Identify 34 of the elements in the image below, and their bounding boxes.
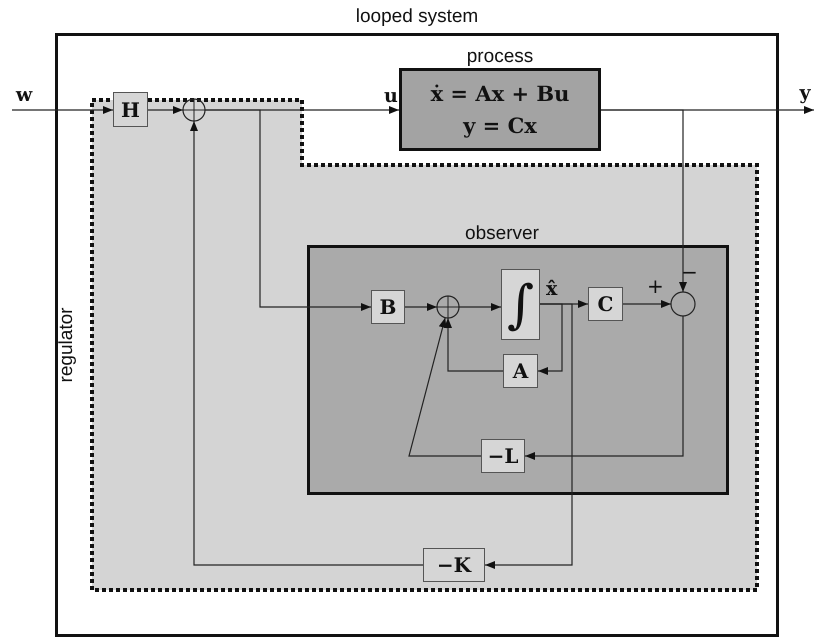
signal-label: w [12,86,36,110]
block-title: process [466,46,534,68]
gain-block: B [371,290,405,324]
state-equation: y = Cx [463,112,537,140]
sign-label: + [647,276,664,296]
signal-arrow [205,109,371,311]
signal-arrow [525,316,684,460]
summing-junction [437,296,459,318]
signal-arrow [148,106,183,114]
signal-arrow [12,106,113,114]
summing-junction [183,99,205,121]
signal-arrow [538,303,563,375]
signal-arrow [459,303,501,311]
block-title: looped system [354,6,480,28]
signal-label: u [384,87,398,106]
gain-block: C [588,287,623,321]
signal-label: x̂ [546,280,558,299]
state-equation: ẋ = Ax + Bu [430,80,570,108]
block-title: observer [464,223,540,245]
gain-block: −L [481,439,525,473]
signal-arrow [485,303,573,569]
sign-label: − [681,262,698,282]
block-title: regulator [56,308,78,382]
integrator-block: ∫ [501,269,540,340]
signal-arrow [190,121,423,566]
signal-label: y [796,84,814,110]
signal-arrow [623,300,671,308]
gain-block: −K [423,548,485,582]
signal-arrow [601,109,687,292]
signal-arrow [444,318,503,372]
signal-arrow [405,303,437,311]
gain-block: A [503,354,538,388]
signal-arrow [408,317,481,457]
gain-block: H [113,92,148,127]
